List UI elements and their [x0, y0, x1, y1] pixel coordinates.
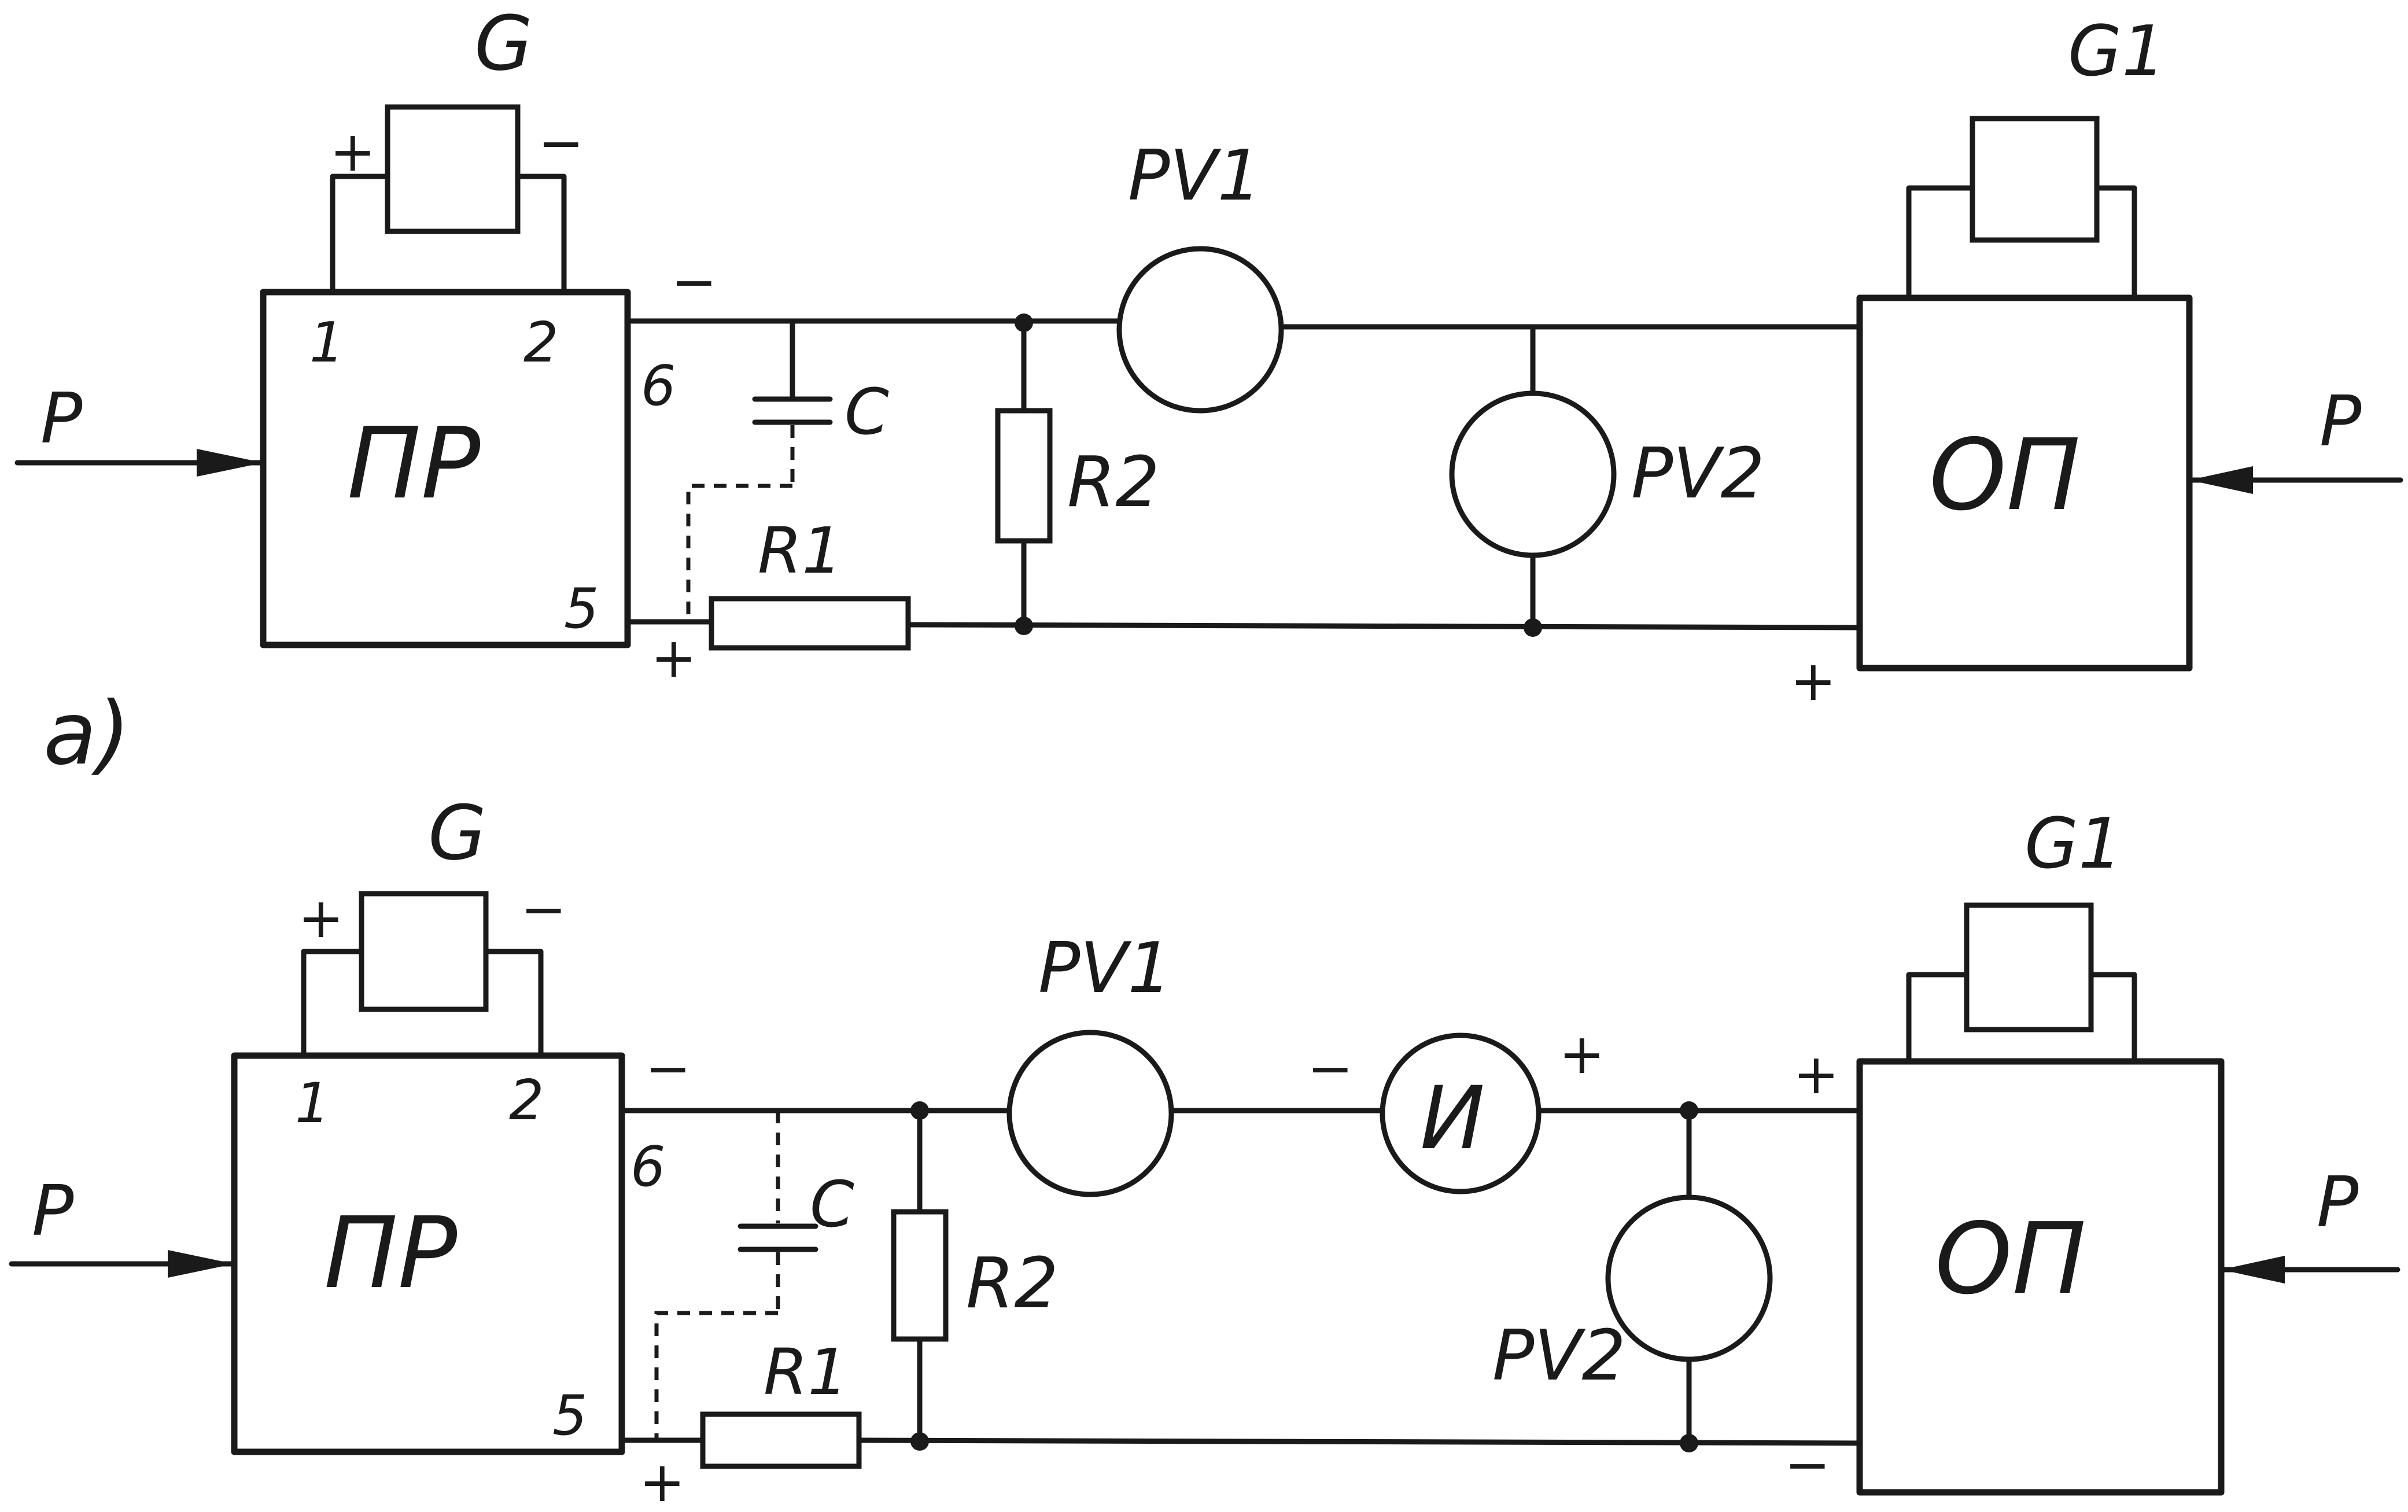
supply-g1-wire-right-a: [2094, 185, 2137, 301]
pin-1-label-b: 1: [295, 1072, 330, 1135]
junction-r2-bottom-a: [1015, 617, 1033, 635]
cap-link-a: [686, 484, 792, 622]
receiver-bottom-polarity-a: +: [1790, 650, 1837, 713]
supply-wire-minus-a: [515, 174, 567, 295]
pin-2-label-b: 2: [509, 1069, 544, 1133]
arrow-head-left-a: [197, 449, 263, 477]
converter-label-a: ПР: [347, 407, 481, 521]
diagram-a: P ПР 1 2 6 5 G + − − C R1 +: [14, 0, 2403, 784]
pin-6-label-a: 6: [641, 355, 676, 418]
pin-1-label-a: 1: [309, 311, 344, 375]
pin-5-label-a: 5: [564, 577, 599, 641]
pin5-polarity-b: +: [639, 1451, 685, 1512]
voltmeter-pv2-label-b: PV2: [1492, 1316, 1626, 1396]
converter-box-a: [260, 289, 631, 648]
input-label-left-b: P: [32, 1171, 74, 1252]
capacitor-label-b: C: [810, 1167, 854, 1241]
wire-bottom-2-a: [905, 622, 1863, 630]
diagram-b: P ПР 1 2 6 5 G + − − C R1 +: [9, 789, 2400, 1512]
voltmeter-pv1-b: [1006, 1030, 1174, 1197]
supply-g1-a: [1970, 116, 2100, 243]
resistor-r1-label-b: R1: [764, 1335, 848, 1409]
supply-plus-sign-b: +: [298, 887, 344, 950]
pin-6-label-b: 6: [630, 1135, 665, 1199]
resistor-r1-label-a: R1: [758, 514, 842, 588]
resistor-r2-label-b: R2: [966, 1244, 1059, 1324]
supply-g-label-b: G: [428, 789, 486, 877]
arrow-head-right-a: [2189, 466, 2253, 494]
supply-g1-label-a: G1: [2068, 12, 2166, 92]
resistor-r1-b: [700, 1411, 862, 1469]
cap-link-b: [654, 1311, 778, 1440]
pin6-polarity-a: −: [671, 250, 717, 314]
converter-label-b: ПР: [324, 1196, 458, 1311]
arrow-head-left-b: [168, 1250, 234, 1278]
voltmeter-pv1-label-a: PV1: [1128, 136, 1262, 216]
resistor-r2-label-a: R2: [1067, 442, 1160, 523]
input-label-right-b: P: [2317, 1163, 2359, 1243]
supply-wire-plus-b: [301, 949, 364, 1059]
source-label-b: И: [1420, 1068, 1485, 1169]
junction-pv2-a: [1524, 618, 1542, 637]
supply-minus-sign-b: −: [521, 878, 567, 942]
pin6-polarity-b: −: [645, 1037, 691, 1101]
pin-5-label-b: 5: [552, 1384, 587, 1448]
wire-bottom-2-b: [856, 1437, 1863, 1446]
input-label-right-a: P: [2320, 382, 2362, 462]
supply-g1-label-b: G1: [2025, 804, 2122, 884]
supply-minus-sign-a: −: [538, 112, 584, 175]
diagram-a-label: a): [43, 684, 130, 784]
supply-plus-sign-a: +: [330, 120, 376, 184]
junction-r2-bottom-b: [910, 1432, 929, 1451]
supply-g1-wire-left-a: [1906, 185, 1975, 301]
source-plus-sign-b: +: [1559, 1023, 1605, 1086]
receiver-label-a: ОП: [1929, 418, 2081, 533]
supply-g1-wire-left-b: [1906, 972, 1970, 1064]
supply-g1-b: [1964, 902, 2094, 1032]
receiver-top-polarity-b: +: [1793, 1043, 1839, 1107]
voltmeter-pv2-b: [1605, 1194, 1773, 1362]
arrow-head-right-b: [2221, 1256, 2285, 1284]
voltmeter-pv2-label-a: PV2: [1631, 434, 1765, 514]
source-minus-sign-b: −: [1307, 1037, 1354, 1101]
receiver-label-b: ОП: [1935, 1202, 2086, 1316]
resistor-r2-b: [891, 1209, 949, 1342]
voltmeter-pv2-a: [1449, 390, 1617, 558]
supply-g-a: [385, 104, 521, 234]
voltmeter-pv1-a: [1116, 246, 1284, 414]
capacitor-label-a: C: [845, 375, 889, 449]
receiver-box-a: [1856, 294, 2193, 672]
pin-2-label-a: 2: [523, 311, 558, 375]
pin5-polarity-a: +: [651, 626, 697, 690]
supply-g-b: [359, 891, 489, 1012]
supply-g1-wire-right-b: [2088, 972, 2137, 1064]
supply-wire-plus-a: [330, 174, 390, 295]
receiver-box-b: [1856, 1058, 2225, 1496]
receiver-bottom-polarity-b: −: [1784, 1433, 1831, 1497]
resistor-r2-a: [995, 408, 1053, 544]
supply-g-label-a: G: [474, 0, 533, 87]
voltmeter-pv1-label-b: PV1: [1038, 928, 1172, 1009]
resistor-r1-a: [709, 596, 911, 651]
converter-box-b: [231, 1052, 625, 1455]
supply-wire-minus-b: [483, 949, 544, 1059]
input-label-left-a: P: [40, 379, 83, 459]
junction-pv2-bottom-b: [1680, 1434, 1698, 1452]
source-i-b: [1380, 1032, 1542, 1194]
